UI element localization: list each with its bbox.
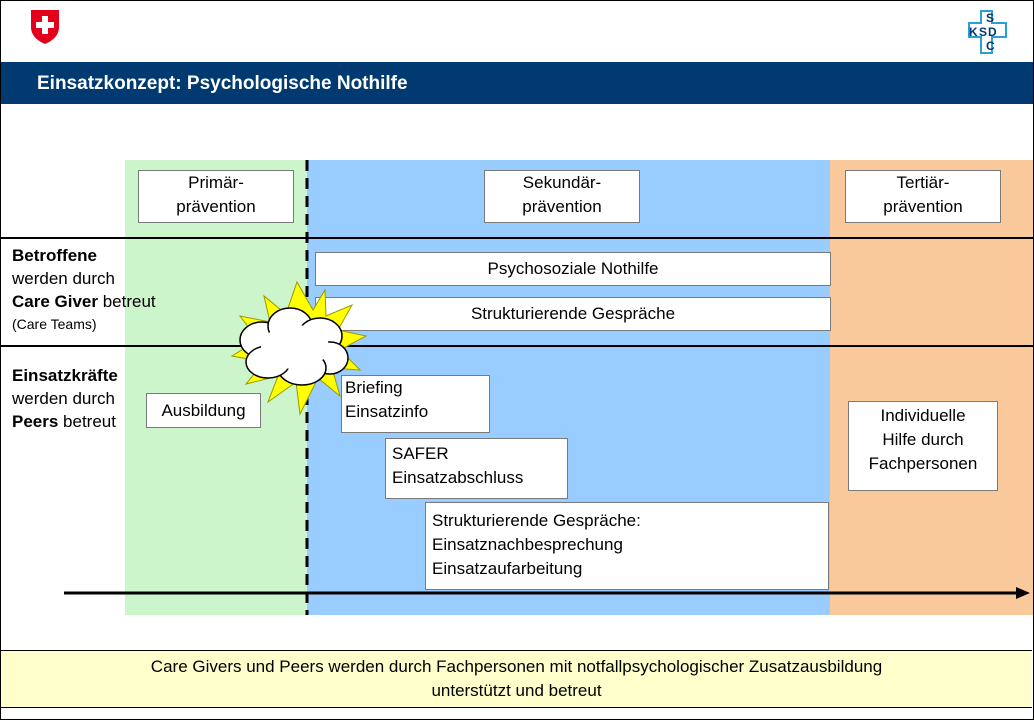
box-safer: SAFER Einsatzabschluss [385, 438, 568, 499]
individuelle-line3: Fachpersonen [868, 454, 978, 473]
ksd-letter-s-top: S [986, 11, 994, 25]
phase-tertiary-line2: prävention [883, 197, 963, 216]
swiss-cross-shield-icon [31, 10, 59, 44]
row-label-affected: Betroffene werden durch Care Giver betre… [12, 244, 156, 336]
ksd-letter-d: D [988, 25, 997, 39]
ksd-letter-s-mid: S [979, 25, 987, 39]
footer-banner: Care Givers und Peers werden durch Fachp… [1, 650, 1032, 708]
strukturierende-bottom-line2: Einsatznachbesprechung [432, 535, 623, 554]
box-psychosoziale-nothilfe: Psychosoziale Nothilfe [315, 252, 831, 286]
box-strukturierende-gespraeche-top: Strukturierende Gespräche [315, 297, 831, 331]
ksd-letter-c: C [986, 39, 995, 53]
responders-line3-rest: betreut [58, 412, 116, 431]
timeline-arrow-head [1016, 587, 1030, 599]
safer-line2: Einsatzabschluss [392, 468, 524, 487]
box-individuelle-hilfe: Individuelle Hilfe durch Fachpersonen [848, 401, 998, 491]
responders-peers: Peers [12, 412, 59, 431]
row-divider-middle [1, 345, 1033, 347]
strukturierende-bottom-line3: Einsatzaufarbeitung [432, 559, 583, 578]
phase-secondary-line1: Sekundär- [522, 173, 602, 192]
box-briefing: Briefing Einsatzinfo [341, 375, 490, 433]
individuelle-line2: Hilfe durch [882, 430, 964, 449]
responders-bold: Einsatzkräfte [12, 366, 118, 385]
footer-line2: unterstützt und betreut [431, 681, 602, 700]
phase-primary: Primär- prävention [138, 170, 294, 223]
phase-tertiary: Tertiär- prävention [845, 170, 1001, 223]
briefing-line1: Briefing [345, 378, 403, 397]
row-divider-top [1, 237, 1033, 239]
strukturierende-bottom-line1: Strukturierende Gespräche: [432, 511, 641, 530]
individuelle-line1: Individuelle [880, 406, 966, 425]
phase-secondary: Sekundär- prävention [484, 170, 640, 223]
ksd-letter-k: K [969, 25, 978, 39]
phase-primary-line2: prävention [176, 197, 256, 216]
tertiary-prevention-zone [830, 160, 1033, 615]
row-label-responders: Einsatzkräfte werden durch Peers betreut [12, 364, 118, 433]
affected-line4: (Care Teams) [12, 316, 97, 332]
affected-line3-rest: betreut [98, 292, 156, 311]
ksd-logo-icon: S K S D C [968, 10, 1007, 54]
page-title: Einsatzkonzept: Psychologische Nothilfe [37, 73, 408, 94]
phase-secondary-line2: prävention [522, 197, 602, 216]
box-strukturierende-gespraeche-bottom: Strukturierende Gespräche: Einsatznachbe… [425, 502, 829, 590]
affected-care-giver: Care Giver [12, 292, 98, 311]
footer-line1: Care Givers und Peers werden durch Fachp… [150, 657, 883, 676]
title-bar: Einsatzkonzept: Psychologische Nothilfe [1, 62, 1033, 104]
ausbildung-label: Ausbildung [161, 401, 246, 420]
affected-bold: Betroffene [12, 246, 98, 265]
strukturierende-top-label: Strukturierende Gespräche [470, 304, 676, 323]
briefing-line2: Einsatzinfo [345, 402, 429, 421]
box-ausbildung: Ausbildung [146, 393, 261, 428]
affected-line2: werden durch [12, 269, 116, 288]
cloud-icon [239, 307, 349, 386]
psychosoziale-label: Psychosoziale Nothilfe [487, 259, 659, 278]
safer-line1: SAFER [392, 444, 449, 463]
responders-line2: werden durch [12, 389, 116, 408]
phase-primary-line1: Primär- [188, 173, 244, 192]
phase-tertiary-line1: Tertiär- [896, 173, 950, 192]
